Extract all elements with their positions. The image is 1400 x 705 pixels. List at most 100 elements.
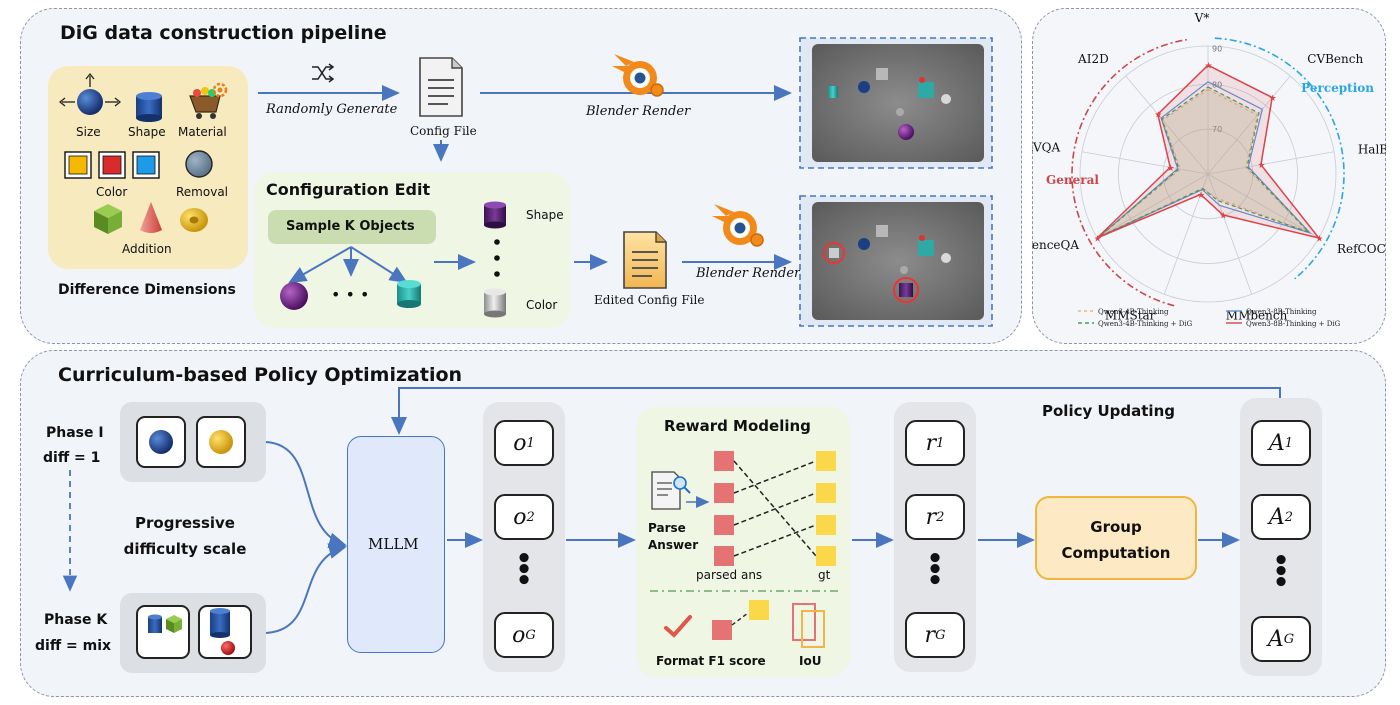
sample-ellipsis: • • • [331,285,369,304]
rendered-scene-top [799,37,993,169]
color-squares-icon [64,151,160,179]
phasek-label: Phase K [44,612,108,628]
radar-point-5: ★ [1197,191,1205,201]
shuffle-icon [312,63,335,83]
sample-k-label: Sample K Objects [286,219,415,234]
color-attr-label: Color [526,298,558,312]
pipeline-graphics: • • • [258,37,993,327]
radar-point-0: ★ [1205,62,1213,72]
radar-category-0: V* [1194,11,1210,25]
radar-point-2: ★ [1257,161,1265,171]
general-arc [1071,38,1187,307]
reward-modeling-title: Reward Modeling [664,417,811,435]
material-cart-icon [189,82,228,119]
addition-label: Addition [122,242,172,256]
radar-category-4: MMbench [1226,308,1288,322]
parse-answer-icon [651,471,691,510]
edited-config-file-icon [623,231,667,289]
gt-squares [816,451,836,566]
parse-answer-label: Parse Answer [648,521,699,552]
radar-spoke-8 [1125,75,1209,175]
radar-spoke-4 [1207,173,1253,295]
parsed-ans-label: parsed ans [696,568,763,582]
radar-chart: 708090★★★★★★★★★V*CVBenchHalBenchRefCOCOM… [1032,11,1386,328]
group-computation-label: Group Computation [1061,518,1171,562]
phase1-gold-sphere-icon [209,430,233,454]
shape-label: Shape [128,125,166,139]
radar-category-1: CVBench [1307,52,1363,66]
removal-label: Removal [176,185,229,199]
check-icon [664,615,692,638]
sample-k-box [268,210,436,244]
config-file-icon [419,57,463,117]
removal-circle-icon [185,150,213,178]
radar-spoke-3 [1207,173,1320,239]
radar-spoke-6 [1096,173,1209,239]
phasek-card-a [136,605,190,659]
phasek-objects-a-icon [148,614,182,633]
radar-point-3: ★ [1315,235,1323,245]
radar-category-2: HalBench [1358,142,1386,156]
radar-series-2 [1099,86,1310,238]
policy-updating-label: Policy Updating [1042,402,1175,420]
group-computation-box [1035,496,1197,580]
blender-render-label-1: Blender Render [586,104,691,119]
color-option-cylinder-icon [484,288,506,318]
sample-sphere-icon [280,282,308,310]
phasek-objects-b-icon [210,608,235,655]
perception-label: Perception [1301,81,1374,95]
size-label: Size [76,125,101,139]
radar-point-1: ★ [1269,94,1277,104]
rendered-scene-edited [799,195,993,327]
mllm-box [347,436,445,653]
progressive-label: Progressive difficulty scale [123,514,247,558]
radar-category-3: RefCOCO [1337,242,1386,256]
pipeline-title: DiG data construction pipeline [60,22,387,44]
diffk-label: diff = mix [35,638,112,654]
randomly-generate-label: Randomly Generate [266,102,398,117]
radar-point-6: ★ [1094,235,1102,245]
legend-label-2: Qwen3-4B-Thinking + DiG [1098,320,1193,328]
radar-category-8: AI2D [1077,52,1109,66]
shape-cylinder-icon [136,92,162,122]
radar-point-8: ★ [1154,111,1162,121]
radar-ring-label-2: 90 [1212,45,1222,54]
iou-icon [792,603,825,648]
edited-config-label: Edited Config File [594,293,705,307]
blender-logo-icon-2 [712,204,764,247]
addition-cone-icon [140,202,162,233]
radar-series-3 [1096,64,1321,240]
legend-label-3: Qwen3-8B-Thinking + DiG [1246,320,1341,328]
configuration-edit-title: Configuration Edit [266,180,431,199]
addition-donut-icon [180,208,208,232]
radar-ring-label-0: 70 [1212,125,1222,134]
radar-category-5: MMStar [1105,308,1156,322]
radar-ring-label-1: 80 [1212,80,1222,89]
top-mark: ... [816,0,825,3]
radar-point-7: ★ [1167,164,1175,174]
radar-category-6: ScienceQA [1032,238,1079,252]
diff1-label: diff = 1 [43,450,101,466]
radar-series-1 [1099,81,1312,238]
phase1-label: Phase I [46,425,104,441]
size-sphere-icon [58,72,122,115]
legend-label-1: Qwen3-8B-Thinking [1246,308,1317,316]
